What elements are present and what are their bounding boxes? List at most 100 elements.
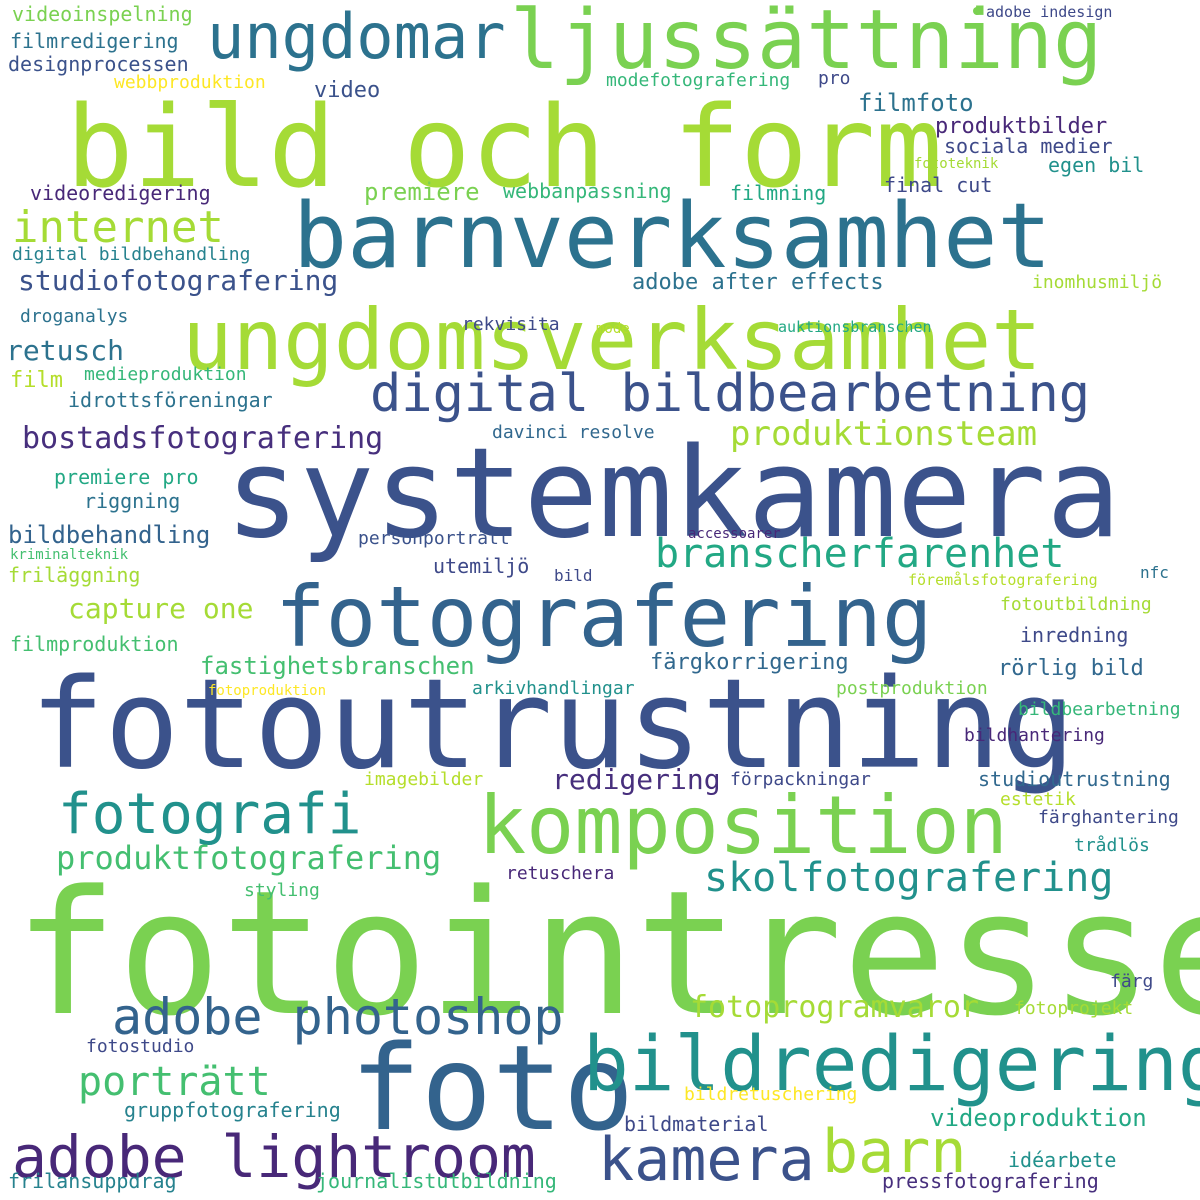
word-sociala-medier: sociala medier	[944, 134, 1113, 158]
word-produktfotografering: produktfotografering	[56, 839, 442, 877]
word-farghantering: färghantering	[1038, 807, 1179, 828]
word-fotoproduktion: fotoproduktion	[208, 683, 327, 699]
word-rorlig-bild: rörlig bild	[998, 656, 1144, 681]
word-adobe-lightroom: adobe lightroom	[12, 1123, 536, 1191]
word-internet: internet	[12, 202, 224, 253]
word-davinci-resolve: davinci resolve	[492, 422, 655, 443]
word-inomhusmiljo: inomhusmiljö	[1032, 272, 1163, 293]
word-branscherfarenhet: branscherfarenhet	[655, 531, 1065, 577]
word-ungdomsverksamhet: ungdomsverksamhet	[182, 291, 1042, 389]
word-produktbilder: produktbilder	[935, 114, 1108, 139]
word-fargkorrigering: färgkorrigering	[650, 650, 849, 675]
word-auktionsbranschen: auktionsbranschen	[778, 318, 932, 336]
word-digital-bildbearbetning: digital bildbearbetning	[370, 364, 1091, 424]
word-idearbete: idéarbete	[1008, 1148, 1117, 1172]
word-fastighetsbranschen: fastighetsbranschen	[200, 652, 475, 680]
word-fotoutbildning: fotoutbildning	[1000, 594, 1152, 615]
word-bildretuschering: bildretuschering	[684, 1084, 858, 1105]
word-ljussattning: ljussättning	[510, 0, 1103, 88]
word-styling: styling	[244, 880, 320, 901]
word-nfc: nfc	[1140, 563, 1169, 582]
word-frilansuppdrag: frilansuppdrag	[8, 1169, 177, 1193]
word-barnverksamhet: barnverksamhet	[293, 184, 1052, 289]
word-utemiljo: utemiljö	[433, 554, 530, 578]
word-komposition: komposition	[478, 779, 1008, 872]
word-filmredigering: filmredigering	[10, 29, 179, 53]
word-final-cut: final cut	[884, 173, 993, 197]
word-fotoprojekt: fotoprojekt	[1014, 998, 1134, 1019]
word-journalistutbildning: journalistutbildning	[316, 1169, 557, 1193]
word-adobe-after-effects: adobe after effects	[632, 270, 884, 295]
word-farg: färg	[1110, 971, 1154, 992]
word-fotografi: fotografi	[58, 782, 362, 847]
word-bildbearbetning: bildbearbetning	[1018, 699, 1181, 720]
word-arkivhandlingar: arkivhandlingar	[472, 678, 635, 699]
word-bildmaterial: bildmaterial	[624, 1112, 769, 1136]
word-fotografering: fotografering	[275, 568, 933, 666]
word-filmfoto: filmfoto	[858, 89, 974, 117]
word-retuschera: retuschera	[506, 863, 615, 884]
word-bildbehandling: bildbehandling	[8, 521, 211, 549]
word-filmproduktion: filmproduktion	[10, 632, 179, 656]
word-fotostudio: fotostudio	[86, 1036, 195, 1057]
word-designprocessen: designprocessen	[8, 52, 189, 76]
word-bildredigering: bildredigering	[583, 1019, 1200, 1108]
word-idrottsforeningar: idrottsföreningar	[68, 388, 273, 412]
word-foto: foto	[350, 1019, 635, 1157]
word-digital-bildbehandling: digital bildbehandling	[12, 244, 251, 265]
word-droganalys: droganalys	[20, 306, 129, 327]
word-frilaggning: friläggning	[8, 563, 141, 587]
word-adobe-indesign: adobe indesign	[986, 3, 1113, 21]
word-premiere: premiere	[364, 178, 480, 206]
word-rekvisita: rekvisita	[462, 314, 560, 335]
word-riggning: riggning	[84, 489, 181, 513]
word-bildhantering: bildhantering	[964, 725, 1105, 746]
word-forpackningar: förpackningar	[730, 769, 871, 790]
word-systemkamera: systemkamera	[225, 422, 1121, 566]
word-webbanpassning: webbanpassning	[503, 179, 672, 203]
word-foremalsfotografering: föremålsfotografering	[908, 571, 1098, 589]
word-kamera: kamera	[598, 1125, 815, 1195]
word-postproduktion: postproduktion	[836, 678, 988, 699]
word-capture-one: capture one	[68, 592, 254, 625]
word-bild: bild	[554, 566, 593, 585]
word-pressfotografering: pressfotografering	[882, 1169, 1099, 1193]
dot-marker	[973, 7, 981, 15]
word-fotoprogramvaror: fotoprogramvaror	[690, 990, 979, 1025]
word-retusch: retusch	[6, 334, 125, 367]
word-adobe-photoshop: adobe photoshop	[112, 988, 564, 1046]
word-video: video	[314, 78, 381, 103]
word-webbproduktion: webbproduktion	[114, 72, 266, 93]
word-pro: pro	[818, 68, 851, 89]
word-accessoarer: accessoarer	[688, 526, 781, 542]
word-mode: mode	[596, 321, 630, 337]
word-estetik: estetik	[1000, 789, 1076, 810]
word-bild-och-form: bild och form	[66, 83, 943, 213]
word-portratt: porträtt	[78, 1059, 271, 1105]
word-redigering: redigering	[552, 763, 721, 796]
word-barn: barn	[822, 1117, 967, 1187]
word-modefotografering: modefotografering	[606, 70, 791, 91]
word-produktionsteam: produktionsteam	[730, 414, 1038, 454]
word-filmning: filmning	[730, 181, 827, 205]
word-studiofotografering: studiofotografering	[18, 264, 339, 297]
word-bostadsfotografering: bostadsfotografering	[22, 421, 384, 456]
word-imagebilder: imagebilder	[364, 769, 484, 790]
word-videoproduktion: videoproduktion	[930, 1104, 1147, 1132]
word-medieproduktion: medieproduktion	[84, 364, 247, 385]
word-gruppfotografering: gruppfotografering	[124, 1098, 341, 1122]
word-egen-bil: egen bil	[1048, 153, 1145, 177]
word-tradlos: trådlös	[1074, 835, 1150, 856]
word-film: film	[10, 368, 63, 393]
word-inredning: inredning	[1020, 623, 1129, 647]
word-studioutrustning: studioutrustning	[978, 767, 1171, 791]
word-fototeknik: fototeknik	[914, 156, 999, 172]
word-ungdomar: ungdomar	[207, 0, 506, 73]
word-videoinspelning: videoinspelning	[12, 2, 193, 26]
word-kriminalteknik: kriminalteknik	[10, 547, 129, 563]
word-fotoutrustning: fotoutrustning	[30, 653, 1076, 797]
word-fotointresse: fotointresse	[14, 853, 1200, 1054]
word-premiere-pro: premiere pro	[54, 465, 199, 489]
word-videoredigering: videoredigering	[30, 181, 211, 205]
